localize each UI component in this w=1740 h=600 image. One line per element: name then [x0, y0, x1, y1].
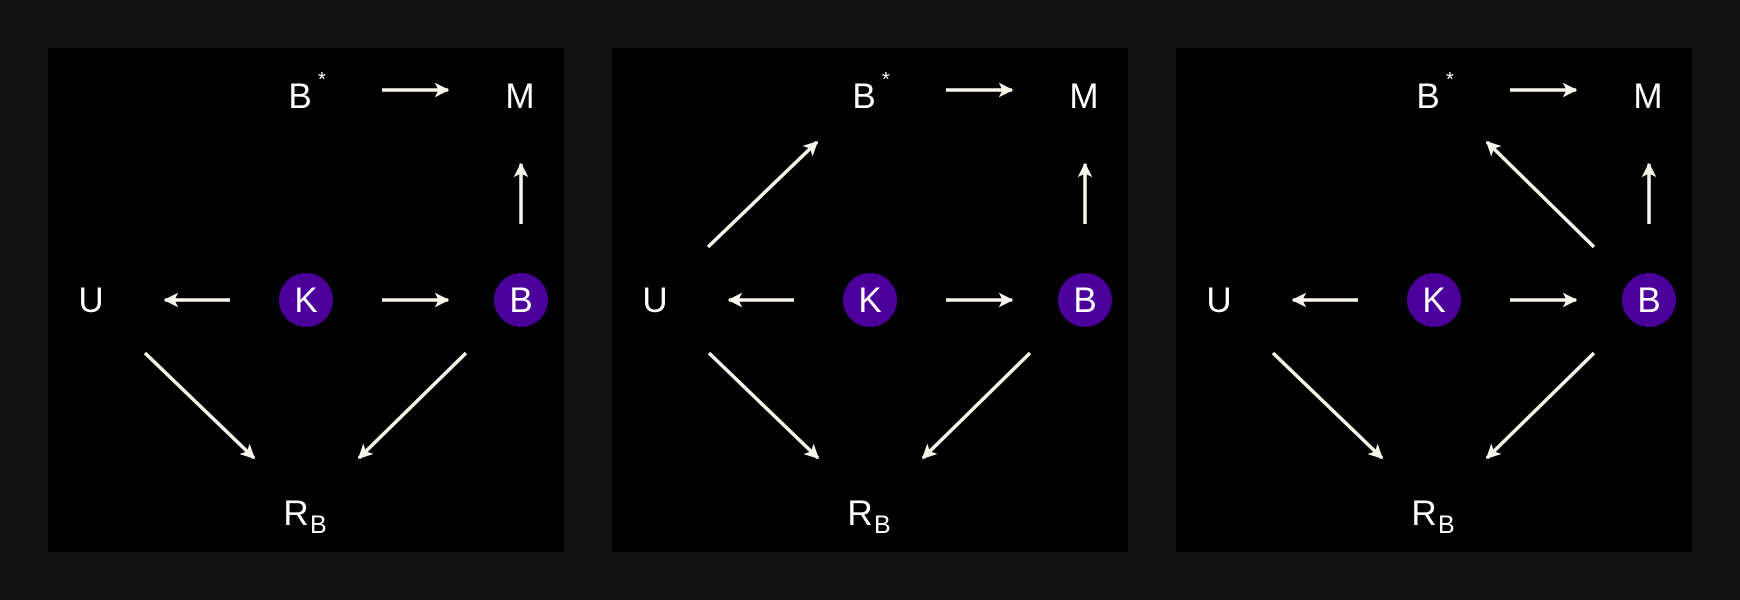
node-k: K	[843, 273, 897, 327]
node-label: B	[509, 281, 532, 320]
node-circle	[1622, 273, 1676, 327]
node-m: M	[1633, 77, 1662, 116]
arrow-b-to-rb	[357, 351, 468, 460]
arrow-b-to-rb	[921, 351, 1032, 460]
arrow-u-to-rb	[143, 351, 256, 460]
node-label: K	[858, 281, 881, 320]
arrow-u-to-rb	[1271, 351, 1384, 460]
node-label: B	[1637, 281, 1660, 320]
node-circle	[1407, 273, 1461, 327]
arrow-u-to-rb	[707, 351, 820, 460]
node-bstar: B*	[852, 69, 890, 116]
node-label: R	[1411, 494, 1436, 533]
node-subscript: B	[1438, 511, 1455, 539]
node-circle	[1058, 273, 1112, 327]
node-superscript: *	[882, 69, 890, 91]
node-m: M	[505, 77, 534, 116]
node-label: B	[1416, 77, 1439, 116]
node-subscript: B	[874, 511, 891, 539]
arrow-b-to-rb	[1485, 351, 1596, 460]
node-label: B	[1073, 281, 1096, 320]
node-k: K	[1407, 273, 1461, 327]
node-label: M	[1069, 77, 1098, 116]
node-label: U	[642, 281, 667, 320]
node-circle	[843, 273, 897, 327]
node-label: U	[78, 281, 103, 320]
node-label: U	[1206, 281, 1231, 320]
node-k: K	[279, 273, 333, 327]
node-bstar: B*	[288, 69, 326, 116]
node-superscript: *	[1446, 69, 1454, 91]
node-label: K	[1422, 281, 1445, 320]
node-b: B	[1058, 273, 1112, 327]
node-label: M	[1633, 77, 1662, 116]
node-m: M	[1069, 77, 1098, 116]
node-label: K	[294, 281, 317, 320]
node-u: U	[78, 281, 103, 320]
node-circle	[279, 273, 333, 327]
arrow-u-to-bstar	[706, 140, 819, 249]
node-label: R	[283, 494, 308, 533]
node-u: U	[642, 281, 667, 320]
node-label: M	[505, 77, 534, 116]
node-b: B	[494, 273, 548, 327]
node-u: U	[1206, 281, 1231, 320]
node-circle	[494, 273, 548, 327]
arrow-b-to-bstar	[1485, 140, 1596, 249]
node-label: B	[288, 77, 311, 116]
node-superscript: *	[318, 69, 326, 91]
node-bstar: B*	[1416, 69, 1454, 116]
node-label: R	[847, 494, 872, 533]
node-b: B	[1622, 273, 1676, 327]
node-subscript: B	[310, 511, 327, 539]
node-label: B	[852, 77, 875, 116]
